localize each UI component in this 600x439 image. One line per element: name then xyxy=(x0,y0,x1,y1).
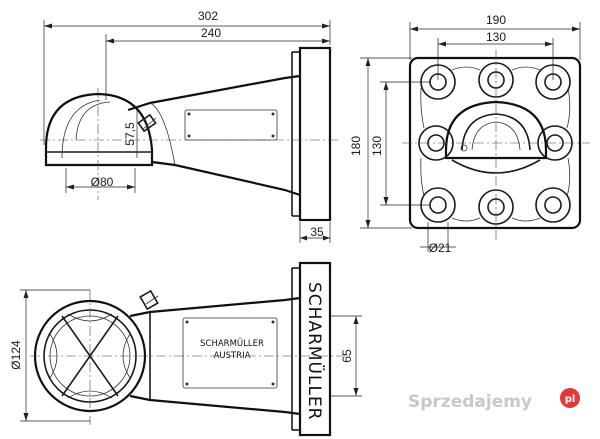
dim-flange-thickness: 35 xyxy=(310,225,324,239)
dim-arm-length: 240 xyxy=(201,26,221,40)
watermark-suffix: pl xyxy=(565,394,576,405)
dim-ball-diameter: Ø80 xyxy=(91,175,114,189)
top-view: Ø124 SCHARMÜLLER AUSTRIA SCHARMÜLLER xyxy=(9,261,362,437)
watermark: Sprzedajemy pl xyxy=(408,388,580,412)
dim-plate-height: 180 xyxy=(349,136,363,156)
dim-ball-height: 57,5 xyxy=(123,122,137,146)
front-view: 190 130 180 130 xyxy=(349,13,590,255)
watermark-text: Sprzedajemy xyxy=(408,392,532,412)
dim-arm-height: 65 xyxy=(340,349,354,363)
arm-brand-line1: SCHARMÜLLER xyxy=(200,338,264,349)
watermark-dot-icon xyxy=(560,388,580,408)
flange-brand-text: SCHARMÜLLER xyxy=(304,282,326,421)
dim-plate-width: 190 xyxy=(486,13,506,27)
dim-bowl-diameter: Ø124 xyxy=(9,340,23,370)
dim-overall-length: 302 xyxy=(198,9,218,23)
dim-bolt-spacing-horizontal: 130 xyxy=(486,30,506,44)
side-view: 302 240 57,5 xyxy=(40,9,340,243)
dim-hole-diameter: Ø21 xyxy=(429,241,452,255)
dim-bolt-spacing-vertical: 130 xyxy=(370,136,384,156)
